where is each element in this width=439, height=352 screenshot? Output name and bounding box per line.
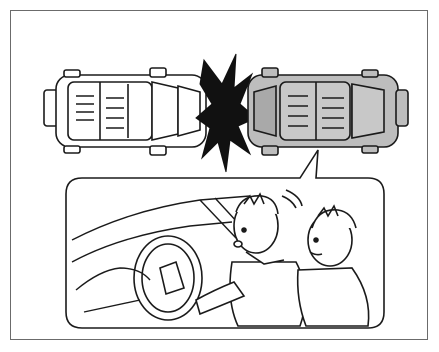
left-vehicle	[44, 68, 206, 155]
interior-callout	[66, 150, 384, 328]
impact-burst-icon	[196, 54, 256, 172]
right-vehicle	[248, 68, 408, 155]
